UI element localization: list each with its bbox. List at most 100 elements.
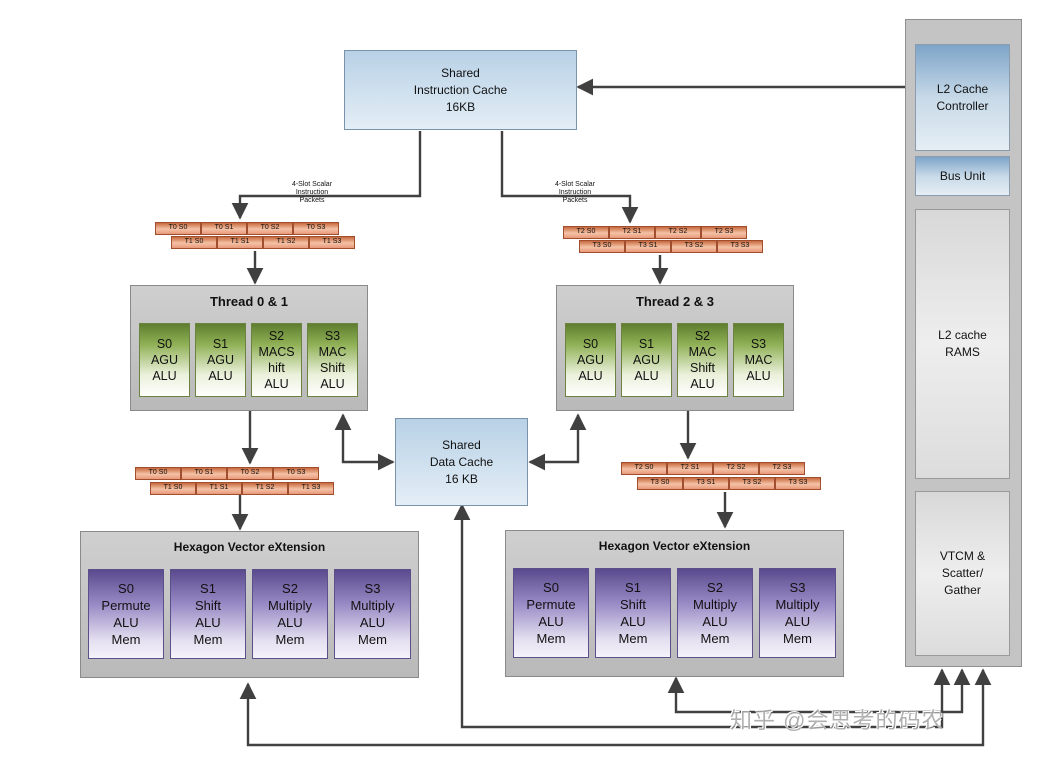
slot-label: S1 Shift ALU Mem [193,581,223,647]
slot-label: S2 MACS hift ALU [258,329,295,391]
thread-2-3-title: Thread 2 & 3 [635,294,715,309]
arrow-hvx-left-vtcm [239,668,992,747]
arrow-thread01-dcache [334,413,395,471]
packet-cell: T1 S3 [309,236,355,249]
slot-label: S0 AGU ALU [150,337,179,383]
packet-cell: T2 S0 [621,462,667,475]
packet-cell: T3 S3 [775,477,821,490]
packet-cell: T0 S1 [201,222,247,235]
hvx-left-slot-s3: S3 Multiply ALU Mem [334,569,411,659]
packet-row-t1-upper: T1 S0 T1 S1 T1 S2 T1 S3 [171,236,355,249]
slot-label: S2 Multiply ALU Mem [267,581,313,647]
packet-cell: T1 S2 [263,236,309,249]
packet-cell: T2 S2 [713,462,759,475]
thread-0-1-slot-s0: S0 AGU ALU [139,323,190,397]
hvx-right-title: Hexagon Vector eXtension [598,539,751,553]
vtcm-scatter-gather: VTCM & Scatter/ Gather [915,491,1010,656]
packet-cell: T2 S3 [701,226,747,239]
thread-2-3-panel: Thread 2 & 3 S0 AGU ALU S1 AGU ALU S2 MA… [556,285,794,411]
shared-data-cache-label: Shared Data Cache 16 KB [429,437,494,486]
l2-subsystem-bar: L2 Cache Controller Bus Unit L2 cache RA… [905,19,1022,667]
l2-cache-controller-label: L2 Cache Controller [936,81,989,113]
slot-label: S0 AGU ALU [576,337,605,383]
shared-instruction-cache-label: Shared Instruction Cache 16KB [413,65,508,114]
packet-cell: T0 S2 [227,467,273,480]
packet-row-t3-upper: T3 S0 T3 S1 T3 S2 T3 S3 [579,240,763,253]
packet-cell: T1 S0 [150,482,196,495]
packet-cell: T1 S2 [242,482,288,495]
slot-label: S3 MAC Shift ALU [318,329,347,391]
thread-0-1-panel: Thread 0 & 1 S0 AGU ALU S1 AGU ALU S2 MA… [130,285,368,411]
packet-cell: T3 S2 [671,240,717,253]
packet-cell: T3 S1 [625,240,671,253]
slot-label: S1 AGU ALU [632,337,661,383]
slot-label: S2 Multiply ALU Mem [692,580,738,646]
hvx-left-slot-s2: S2 Multiply ALU Mem [252,569,328,659]
packet-cell: T0 S0 [155,222,201,235]
packet-cell: T0 S2 [247,222,293,235]
packet-cell: T0 S0 [135,467,181,480]
thread-2-3-slot-s2: S2 MAC Shift ALU [677,323,728,397]
shared-data-cache: Shared Data Cache 16 KB [395,418,528,506]
hvx-right-panel: Hexagon Vector eXtension S0 Permute ALU … [505,530,844,677]
slot-label: S1 AGU ALU [206,337,235,383]
slot-label: S2 MAC Shift ALU [688,329,717,391]
packet-cell: T3 S1 [683,477,729,490]
hvx-right-slot-s0: S0 Permute ALU Mem [513,568,589,658]
packet-cell: T0 S3 [293,222,339,235]
slot-label: S3 Multiply ALU Mem [350,581,395,647]
packet-row-t0-lower: T0 S0 T0 S1 T0 S2 T0 S3 [135,467,319,480]
hvx-right-slot-s2: S2 Multiply ALU Mem [677,568,753,658]
shared-instruction-cache: Shared Instruction Cache 16KB [344,50,577,130]
packet-label-right: 4-Slot Scalar Instruction Packets [554,181,596,204]
packet-row-t3-lower: T3 S0 T3 S1 T3 S2 T3 S3 [637,477,821,490]
thread-2-3-slot-s0: S0 AGU ALU [565,323,616,397]
packet-cell: T2 S2 [655,226,701,239]
packet-cell: T2 S1 [609,226,655,239]
arrow-icache-to-t23-packets [500,131,639,224]
thread-0-1-slot-s2: S2 MACS hift ALU [251,323,302,397]
hvx-left-slot-s0: S0 Permute ALU Mem [88,569,164,659]
hvx-left-panel: Hexagon Vector eXtension S0 Permute ALU … [80,531,419,678]
packet-label-left: 4-Slot Scalar Instruction Packets [291,181,333,204]
hvx-left-slot-s1: S1 Shift ALU Mem [170,569,246,659]
slot-label: S3 Multiply ALU Mem [775,580,820,646]
packet-cell: T0 S3 [273,467,319,480]
packet-cell: T2 S1 [667,462,713,475]
slot-label: S0 Permute ALU Mem [526,580,576,646]
slot-label: S1 Shift ALU Mem [618,580,648,646]
l2-cache-rams-label: L2 cache RAMS [938,328,987,359]
thread-0-1-title: Thread 0 & 1 [209,294,289,309]
arrow-dcache-thread23 [528,413,587,471]
packet-cell: T3 S3 [717,240,763,253]
hvx-left-title: Hexagon Vector eXtension [173,540,326,554]
thread-0-1-slot-s1: S1 AGU ALU [195,323,246,397]
packet-cell: T1 S3 [288,482,334,495]
packet-cell: T3 S2 [729,477,775,490]
bus-unit: Bus Unit [915,156,1010,196]
packet-row-t0-upper: T0 S0 T0 S1 T0 S2 T0 S3 [155,222,339,235]
packet-row-t2-lower: T2 S0 T2 S1 T2 S2 T2 S3 [621,462,805,475]
packet-row-t2-upper: T2 S0 T2 S1 T2 S2 T2 S3 [563,226,747,239]
arrow-icache-to-t01-packets [231,131,422,220]
hvx-right-slot-s1: S1 Shift ALU Mem [595,568,671,658]
l2-cache-rams: L2 cache RAMS [915,209,1010,479]
packet-cell: T1 S1 [196,482,242,495]
thread-2-3-slot-s3: S3 MAC ALU [733,323,784,397]
bus-unit-label: Bus Unit [939,168,986,183]
packet-cell: T2 S3 [759,462,805,475]
packet-cell: T3 S0 [637,477,683,490]
slot-label: S0 Permute ALU Mem [101,581,151,647]
thread-0-1-slot-s3: S3 MAC Shift ALU [307,323,358,397]
packet-cell: T0 S1 [181,467,227,480]
vtcm-scatter-gather-label: VTCM & Scatter/ Gather [939,549,986,597]
packet-cell: T3 S0 [579,240,625,253]
watermark-text: 知乎 @会思考的码农 [730,708,945,733]
packet-cell: T1 S1 [217,236,263,249]
packet-row-t1-lower: T1 S0 T1 S1 T1 S2 T1 S3 [150,482,334,495]
packet-cell: T2 S0 [563,226,609,239]
l2-cache-controller: L2 Cache Controller [915,44,1010,151]
hvx-right-slot-s3: S3 Multiply ALU Mem [759,568,836,658]
packet-cell: T1 S0 [171,236,217,249]
